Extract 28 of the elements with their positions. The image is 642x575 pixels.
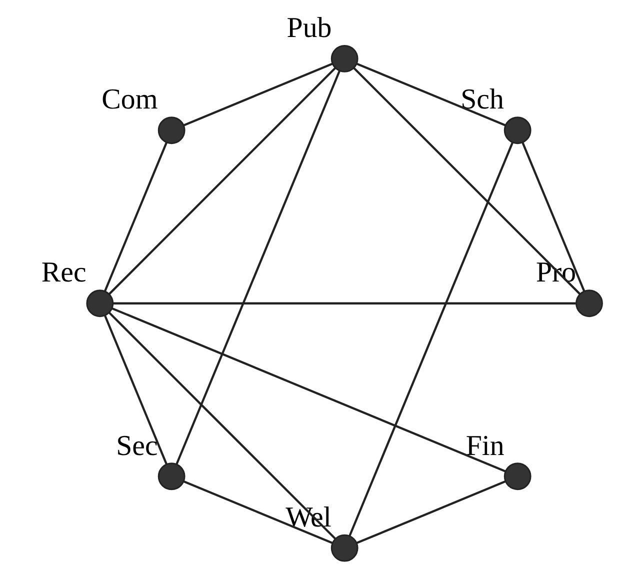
connector — [104, 315, 167, 464]
node-circle — [330, 534, 358, 562]
connector — [108, 67, 336, 295]
connector — [356, 62, 506, 126]
connector — [521, 142, 585, 292]
node-label: Com — [101, 84, 158, 116]
connector — [352, 67, 580, 295]
node-circle — [503, 116, 531, 144]
node-label: Pub — [286, 12, 332, 44]
node-circle — [86, 290, 114, 318]
connector — [183, 480, 332, 544]
node-circle — [503, 462, 531, 490]
connector — [104, 142, 167, 292]
node-label: Sec — [116, 430, 158, 462]
connector — [111, 307, 506, 472]
connector — [112, 302, 576, 304]
node-circle — [157, 116, 185, 144]
connector — [108, 312, 336, 540]
connector — [356, 480, 506, 544]
node-label: Rec — [40, 256, 86, 289]
node-circle — [157, 462, 185, 490]
node-label: Fin — [465, 430, 504, 462]
node-label: Sch — [460, 84, 504, 116]
node-circle — [330, 45, 358, 72]
connector — [183, 62, 332, 126]
connector — [348, 142, 514, 536]
node-circle — [575, 290, 602, 318]
connector — [175, 70, 340, 465]
